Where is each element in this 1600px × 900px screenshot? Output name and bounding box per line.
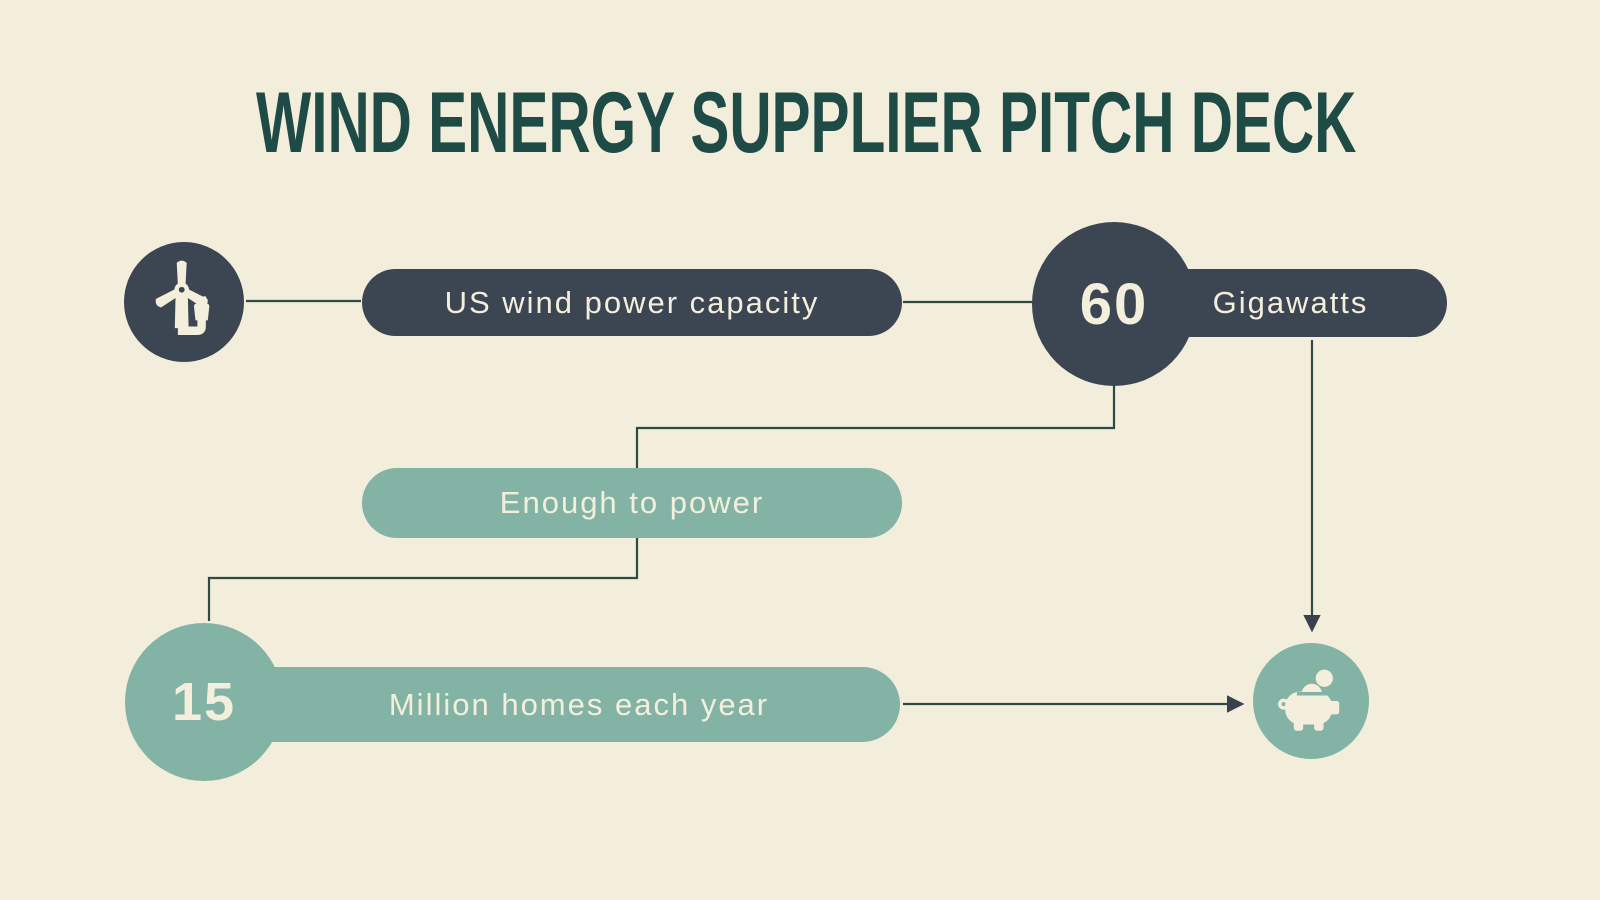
- capacity-pill: US wind power capacity: [362, 269, 902, 336]
- gigawatts-pill-label: Gigawatts: [1212, 285, 1369, 320]
- capacity-value-circle: 60: [1032, 222, 1196, 386]
- piggy-bank-badge: [1253, 643, 1369, 759]
- million-homes-pill: Million homes each year: [202, 667, 900, 742]
- page-title: WIND ENERGY SUPPLIER PITCH DECK: [256, 75, 1357, 171]
- enough-to-power-pill: Enough to power: [362, 468, 902, 538]
- million-homes-label: Million homes each year: [388, 686, 770, 722]
- piggy-bank-icon: [1278, 669, 1340, 731]
- enough-to-power-label: Enough to power: [499, 485, 765, 520]
- homes-value: 15: [171, 672, 237, 732]
- capacity-value: 60: [1079, 271, 1149, 337]
- wind-turbine-badge: [124, 242, 244, 362]
- gigawatts-pill: Gigawatts: [1108, 269, 1447, 337]
- wind-turbine-icon: [155, 260, 210, 335]
- homes-value-circle: 15: [125, 623, 283, 781]
- capacity-pill-label: US wind power capacity: [444, 284, 820, 320]
